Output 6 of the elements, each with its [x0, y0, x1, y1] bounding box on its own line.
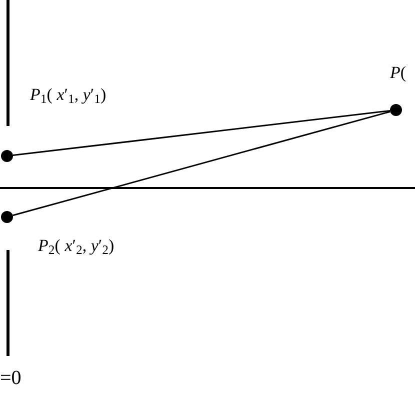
connector-line [12, 110, 390, 156]
point-label: P$_{1}$( x′$_{1}$, y′$_{1}$) [30, 86, 106, 103]
equation-label: =0 [0, 368, 22, 388]
point-label: P( [390, 64, 406, 81]
point-label: P$_{2}$( x′$_{2}$, y′$_{2}$) [38, 237, 114, 254]
connector-line [12, 110, 390, 216]
